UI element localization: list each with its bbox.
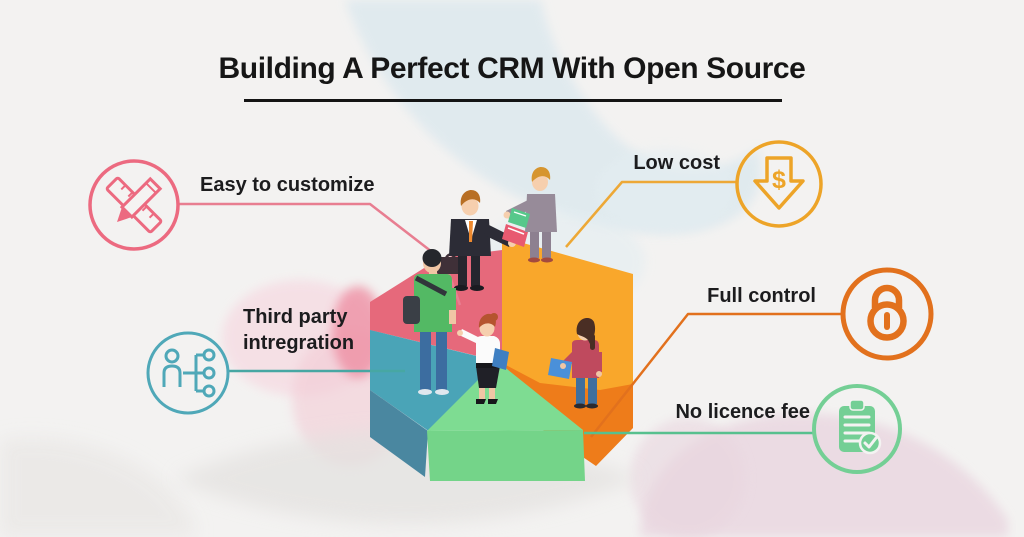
- blue-folder: [548, 358, 572, 379]
- segment-orange-dark: [502, 363, 633, 466]
- dollar-down-arrow-icon: $: [735, 140, 823, 228]
- person-hierarchy-icon: [146, 331, 230, 415]
- person-businessman-dark-suit: [437, 190, 528, 291]
- segment-teal-top: [370, 330, 497, 432]
- blue-folder: [492, 348, 509, 370]
- label-third-party-integration: Third party intregration: [243, 306, 355, 354]
- label-full-control: Full control: [707, 285, 816, 307]
- title-underline: [244, 99, 782, 102]
- pink-folder: [502, 224, 528, 247]
- person-man-green-shirt: [403, 249, 456, 395]
- green-folder: [508, 208, 530, 228]
- pie-chart-illustration: [370, 237, 633, 481]
- person-woman-red-top: [548, 318, 602, 409]
- segment-green-front: [427, 430, 585, 481]
- people: [403, 167, 602, 409]
- padlock-icon: [840, 267, 934, 361]
- connector-low-cost: [565, 180, 737, 248]
- person-woman-white-blouse: [457, 313, 509, 404]
- segment-teal-side: [370, 390, 428, 477]
- connector-easy-to-customize: [178, 202, 462, 306]
- pencil-ruler-icon: [88, 159, 180, 251]
- label-low-cost: Low cost: [633, 152, 720, 174]
- segment-green-top: [427, 361, 583, 431]
- dollar-glyph: $: [772, 166, 786, 194]
- blue-swirl-echo: [595, 148, 735, 232]
- page-title: Building A Perfect CRM With Open Source: [218, 52, 806, 85]
- shoulder-bag: [403, 296, 420, 324]
- connector-lines: [178, 180, 843, 438]
- connector-full-control: [590, 312, 843, 438]
- label-easy-to-customize: Easy to customize: [200, 174, 375, 196]
- clipboard-check-icon: [812, 384, 902, 474]
- gray-corner-bottom-left: [0, 437, 196, 537]
- pink-blob-center-bottom: [630, 418, 746, 537]
- person-businessman-gray-suit: [503, 167, 557, 263]
- label-no-licence-fee: No licence fee: [675, 401, 810, 423]
